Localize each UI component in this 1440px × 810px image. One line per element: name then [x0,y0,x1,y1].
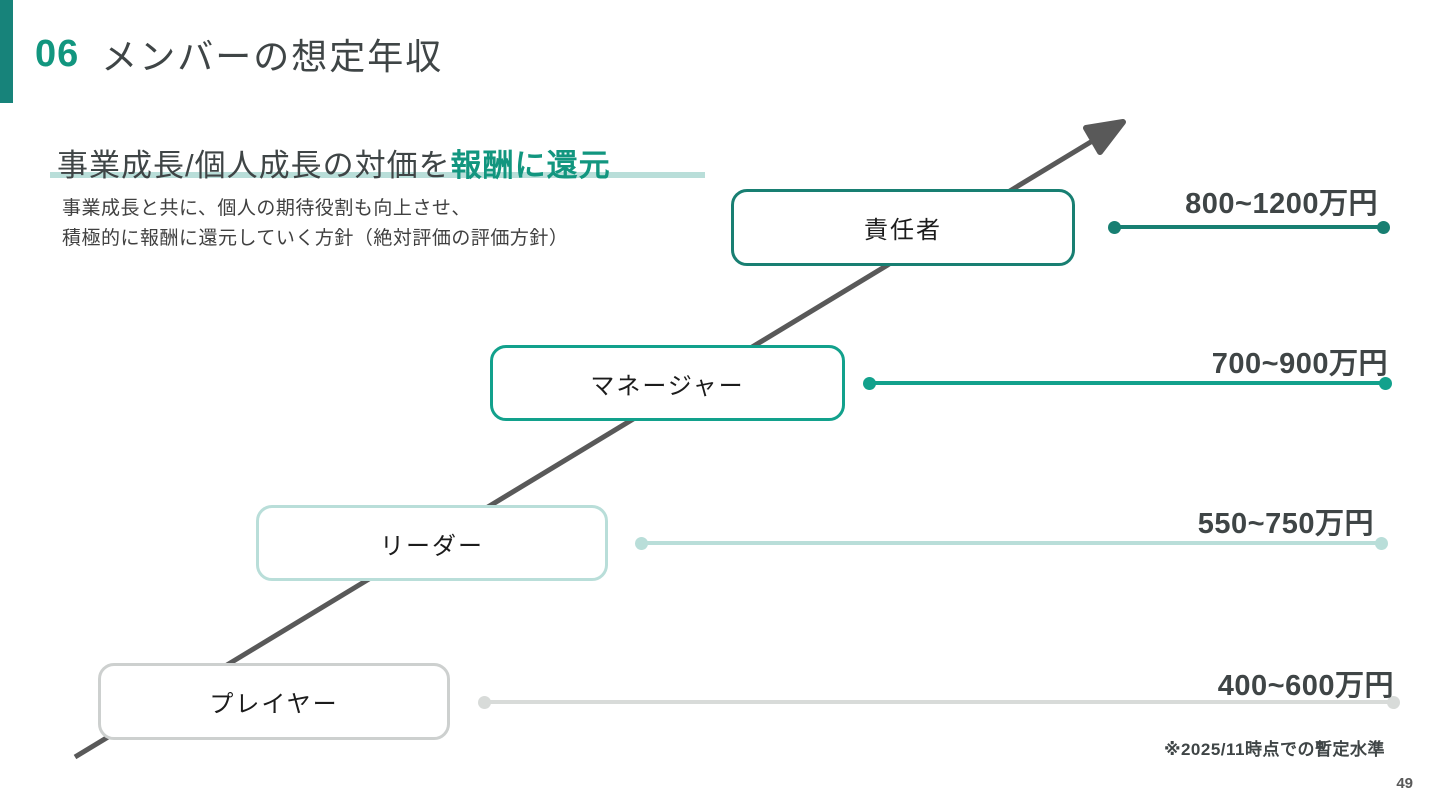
lead-heading-underline [50,172,705,178]
range-label-leader: 550~750万円 [1197,508,1374,540]
range-line-head [1108,220,1390,234]
header-accent-bar [0,0,13,103]
section-number: 06 [35,32,80,75]
lead-heading-plain: 事業成長/個人成長の対価を [57,148,451,183]
range-line-manager [863,376,1392,390]
lead-body-line-1: 事業成長と共に、個人の期待役割も向上させ、 [62,198,471,219]
level-label-player: プレイヤー [209,691,339,718]
range-label-manager: 700~900万円 [1211,348,1388,380]
level-box-player: プレイヤー [98,663,450,740]
level-label-head: 責任者 [864,217,942,244]
level-box-leader: リーダー [256,505,608,581]
lead-body-line-2: 積極的に報酬に還元していく方針（絶対評価の評価方針） [62,228,569,249]
lead-body: 事業成長と共に、個人の期待役割も向上させ、 積極的に報酬に還元していく方針（絶対… [62,194,568,254]
lead-heading: 事業成長/個人成長の対価を報酬に還元 [57,140,611,185]
header: 06 メンバーの想定年収 [35,28,443,80]
footnote: ※2025/11時点での暫定水準 [1163,740,1385,759]
range-label-head: 800~1200万円 [1185,188,1378,220]
range-label-player: 400~600万円 [1217,670,1394,702]
range-line-player [478,695,1400,709]
page-title: メンバーの想定年収 [101,36,444,77]
level-box-manager: マネージャー [490,345,845,421]
lead-heading-accent: 報酬に還元 [450,148,611,183]
level-label-leader: リーダー [380,532,484,560]
level-label-manager: マネージャー [590,372,745,400]
level-box-head: 責任者 [731,189,1075,266]
range-line-leader [635,536,1388,550]
page-number: 49 [1396,775,1413,792]
